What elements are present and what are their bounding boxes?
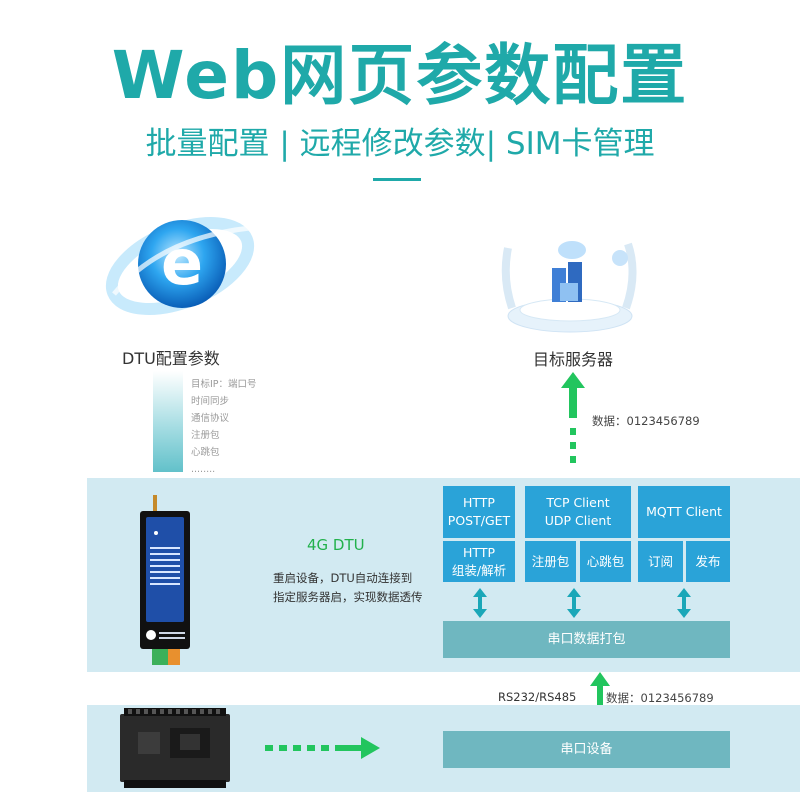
server-label: 目标服务器 xyxy=(533,350,614,369)
param-item: 心跳包 xyxy=(191,447,220,458)
param-list: 目标IP：端口号 时间同步 通信协议 注册包 心跳包 ........ xyxy=(191,376,257,478)
bidirectional-arrow-icon xyxy=(677,588,691,618)
cloud-server-icon xyxy=(501,241,637,333)
mqtt-client-box: MQTT Client xyxy=(638,486,730,538)
plc-device-image xyxy=(120,708,230,788)
param-item: 目标IP：端口号 xyxy=(191,379,257,390)
rs-interface-label: RS232/RS485 xyxy=(498,690,577,704)
publish-box: 发布 xyxy=(686,541,730,582)
param-item: 通信协议 xyxy=(191,413,230,424)
tcp-udp-client-box: TCP Client UDP Client xyxy=(525,486,631,538)
dtu-device-image xyxy=(140,495,190,665)
page-subtitle: 批量配置 | 远程修改参数| SIM卡管理 xyxy=(145,126,655,162)
upload-arrow-icon xyxy=(561,372,585,463)
page-title: Web网页参数配置 xyxy=(111,37,689,114)
subscribe-box: 订阅 xyxy=(638,541,683,582)
heartbeat-packet-box: 心跳包 xyxy=(580,541,631,582)
server-data-label: 数据：0123456789 xyxy=(592,414,700,428)
serial-data-label: 数据：0123456789 xyxy=(606,691,714,705)
dtu-config-label: DTU配置参数 xyxy=(122,349,220,368)
http-parse-box: HTTP 组装/解析 xyxy=(443,541,515,582)
dtu-title: 4G DTU xyxy=(307,536,365,554)
dtu-desc-line: 重启设备，DTU自动连接到 xyxy=(273,571,413,585)
upload-arrow-icon xyxy=(590,672,610,710)
dtu-description: 重启设备，DTU自动连接到 指定服务器启，实现数据透传 xyxy=(273,569,423,607)
right-arrow-icon xyxy=(265,737,380,759)
param-item: ........ xyxy=(191,464,216,475)
param-item: 注册包 xyxy=(191,430,220,441)
serial-device-box: 串口设备 xyxy=(443,731,730,768)
bidirectional-arrow-icon xyxy=(567,588,581,618)
title-divider xyxy=(373,178,421,181)
http-post-box: HTTP POST/GET xyxy=(443,486,515,538)
param-item: 时间同步 xyxy=(191,396,230,407)
register-packet-box: 注册包 xyxy=(525,541,576,582)
ie-browser-icon: e xyxy=(105,217,255,315)
serial-packing-box: 串口数据打包 xyxy=(443,621,730,658)
param-gradient-bar xyxy=(153,371,183,472)
bidirectional-arrow-icon xyxy=(473,588,487,618)
dtu-desc-line: 指定服务器启，实现数据透传 xyxy=(273,590,423,604)
